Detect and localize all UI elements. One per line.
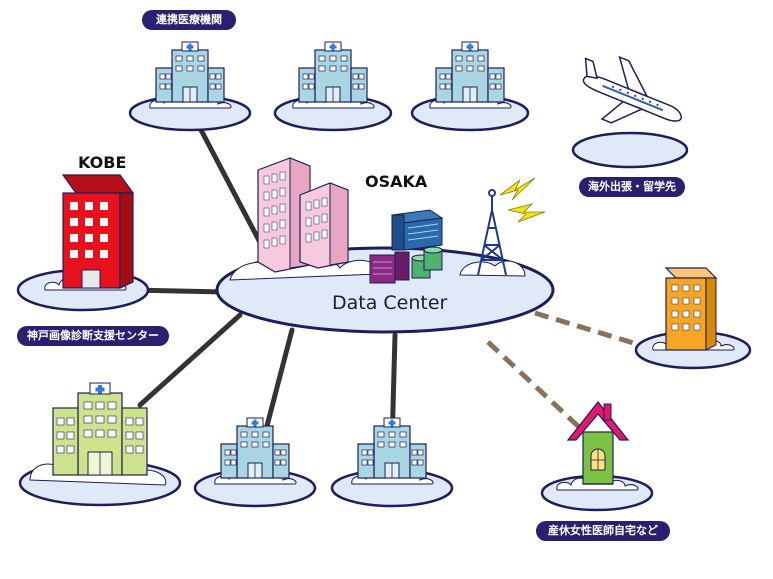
hospital-icon xyxy=(357,417,427,479)
red-building-icon xyxy=(61,174,135,289)
osaka-label: OSAKA xyxy=(365,172,428,191)
airplane-icon xyxy=(582,55,682,124)
hospital-icon xyxy=(220,417,290,479)
hospital-icon xyxy=(298,41,368,103)
apartment-icon xyxy=(664,267,718,351)
partner-hospital-cloud-4 xyxy=(193,417,317,508)
overseas-cloud xyxy=(571,131,689,169)
hospital-icon xyxy=(435,41,505,103)
dashed-links xyxy=(486,310,641,430)
partner-hospital-cloud-5 xyxy=(330,417,454,508)
house-icon xyxy=(566,401,630,485)
partner-hospital-cloud-3 xyxy=(410,41,530,132)
antenna-icon xyxy=(477,189,507,276)
data-center-label: Data Center xyxy=(332,292,448,314)
office-towers-icon xyxy=(257,157,349,273)
kobe-center-label: 神戸画像診断支援センター xyxy=(17,326,169,346)
server-icon xyxy=(369,209,444,284)
hospital-icon xyxy=(52,382,148,476)
partner-hospital-cloud-1 xyxy=(128,41,252,132)
hospital-icon xyxy=(155,41,225,103)
overseas-label: 海外出張・留学先 xyxy=(579,177,685,197)
signal-bolt-icon xyxy=(499,177,546,223)
partner-institutions-label: 連携医療機関 xyxy=(142,10,236,30)
partner-hospital-cloud-2 xyxy=(273,41,393,132)
home-label: 産休女性医師自宅など xyxy=(536,521,670,541)
kobe-label: KOBE xyxy=(78,153,127,172)
